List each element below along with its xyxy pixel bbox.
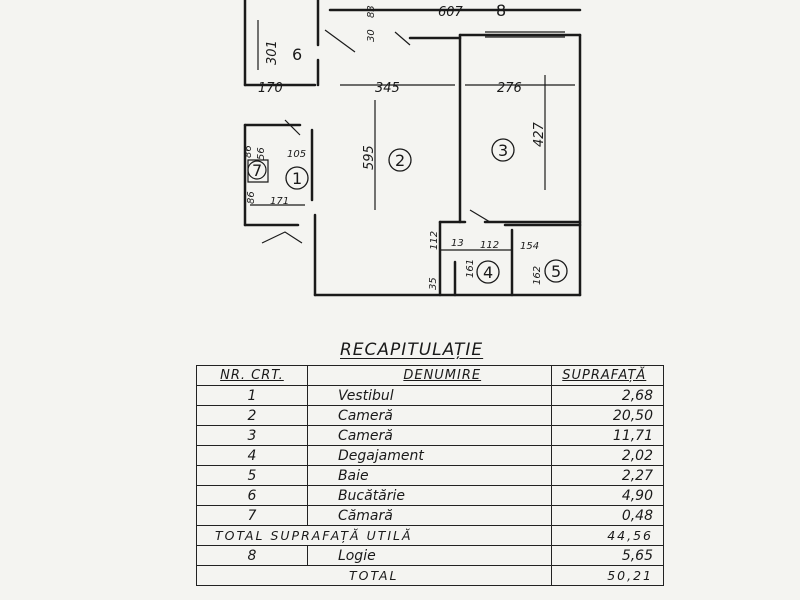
row-area: 4,90 [550, 485, 665, 506]
table-row: 7 Cămară 0,48 [196, 505, 665, 526]
total-row: TOTAL 50,21 [196, 565, 665, 586]
row-area: 5,65 [550, 545, 665, 566]
row-name: Baie [306, 465, 552, 486]
room-number-6: 6 [292, 45, 302, 64]
row-nr: 2 [196, 405, 308, 426]
door-swing-room3 [469, 209, 491, 223]
row-name: Degajament [306, 445, 552, 466]
dim-top-small-2: 30 [366, 29, 377, 42]
table-row: 5 Baie 2,27 [196, 465, 665, 486]
table-row: 1 Vestibul 2,68 [196, 385, 665, 406]
door-swing-room2 [394, 31, 411, 46]
row-name: Cămară [306, 505, 552, 526]
dim-left-hall: 170 [258, 81, 283, 96]
floor-plan: 1 2 3 4 5 6 7 8 301 607 83 30 170 345 27… [243, 0, 582, 297]
dim-room2-width: 345 [375, 81, 400, 96]
dim-top-center: 607 [438, 5, 464, 20]
table-row: 3 Cameră 11,71 [196, 425, 665, 446]
room-number-7: 7 [252, 161, 262, 180]
recap-header-row: NR. CRT. DENUMIRE SUPRAFAȚĂ [196, 365, 665, 386]
total-value: 50,21 [550, 565, 665, 586]
door-swing-vestibule [284, 119, 301, 136]
dim-vestibule-1: 105 [287, 149, 306, 160]
row-name: Cameră [306, 405, 552, 426]
header-area: SUPRAFAȚĂ [550, 365, 665, 386]
dim-top-small-1: 83 [366, 5, 377, 18]
header-name: DENUMIRE [306, 365, 552, 386]
room-marker-5 [544, 259, 568, 283]
row-area: 11,71 [550, 425, 665, 446]
room-marker-1 [285, 166, 309, 190]
table-row: 8 Logie 5,65 [196, 545, 665, 566]
room-marker-2 [388, 148, 412, 172]
dim-hall-4: 161 [465, 259, 476, 278]
room-marker-4 [476, 260, 500, 284]
dim-room2-length: 595 [362, 145, 377, 170]
row-area: 2,02 [550, 445, 665, 466]
dim-vestibule-2: 171 [270, 196, 289, 207]
room-number-2: 2 [395, 151, 405, 170]
room-marker-3 [491, 138, 515, 162]
dim-kitchen-width: 301 [265, 40, 280, 65]
table-row: 4 Degajament 2,02 [196, 445, 665, 466]
dim-bath-1: 154 [520, 241, 539, 252]
row-area: 2,27 [550, 465, 665, 486]
dim-bath-2: 162 [532, 266, 543, 285]
room-number-5: 5 [551, 262, 561, 281]
row-nr: 1 [196, 385, 308, 406]
room-number-3: 3 [498, 141, 508, 160]
dim-pantry-1: 86 [243, 145, 254, 158]
dim-hall-1: 112 [429, 231, 440, 250]
entrance-arrow [261, 231, 303, 244]
row-nr: 8 [196, 545, 308, 566]
door-swing-kitchen [324, 29, 356, 53]
row-name: Vestibul [306, 385, 552, 406]
dim-pantry-2: 56 [256, 147, 267, 160]
room-marker-7 [247, 160, 267, 180]
dim-hall-3: 112 [480, 240, 499, 251]
room-number-1: 1 [292, 169, 302, 188]
row-area: 2,68 [550, 385, 665, 406]
dim-room3-width: 276 [497, 81, 522, 96]
row-nr: 6 [196, 485, 308, 506]
row-nr: 4 [196, 445, 308, 466]
total-useful-value: 44,56 [550, 525, 665, 546]
total-label: TOTAL [196, 565, 552, 586]
total-useful-row: TOTAL SUPRAFAȚĂ UTILĂ 44,56 [196, 525, 665, 546]
row-area: 20,50 [550, 405, 665, 426]
row-nr: 3 [196, 425, 308, 446]
recap-title: RECAPITULAȚIE [340, 340, 484, 360]
row-nr: 7 [196, 505, 308, 526]
dim-room3-length: 427 [532, 121, 547, 147]
pantry-box [247, 159, 269, 183]
dim-vestibule-3: 86 [246, 191, 257, 204]
row-name: Cameră [306, 425, 552, 446]
row-area: 0,48 [550, 505, 665, 526]
row-name: Logie [306, 545, 552, 566]
row-name: Bucătărie [306, 485, 552, 506]
row-nr: 5 [196, 465, 308, 486]
header-nr: NR. CRT. [196, 365, 308, 386]
recap-table: NR. CRT. DENUMIRE SUPRAFAȚĂ 1 Vestibul 2… [196, 365, 665, 586]
dim-hall-2: 13 [451, 238, 464, 249]
table-row: 2 Cameră 20,50 [196, 405, 665, 426]
room-number-8: 8 [496, 1, 506, 20]
room-number-4: 4 [483, 263, 493, 282]
table-row: 6 Bucătărie 4,90 [196, 485, 665, 506]
dim-bottom-small: 35 [428, 277, 439, 290]
window-room3 [485, 31, 565, 38]
total-useful-label: TOTAL SUPRAFAȚĂ UTILĂ [196, 525, 552, 546]
